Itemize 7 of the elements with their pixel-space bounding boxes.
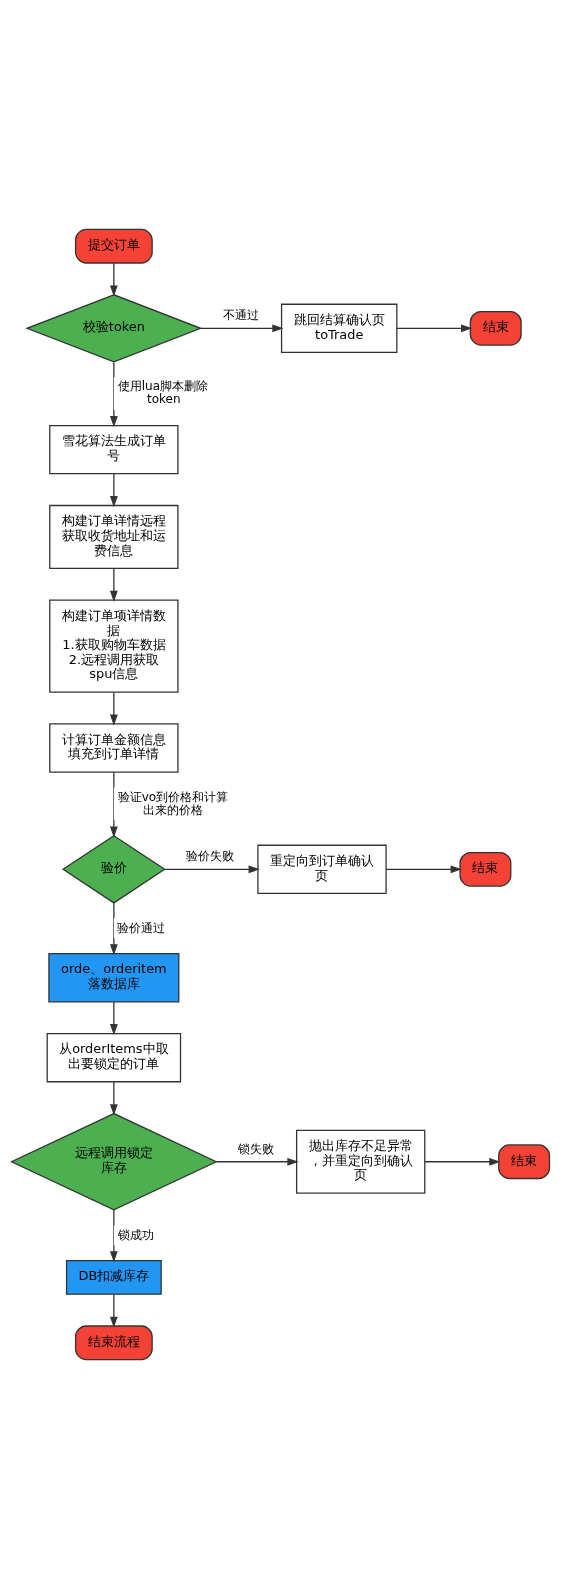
- edge-label: 验价失败: [186, 849, 235, 864]
- edge-label: 使用lua脚本删除token: [117, 379, 209, 407]
- edge-label: 验证vo到价格和计算出来的价格: [117, 789, 229, 817]
- edge-label: 锁成功: [117, 1227, 154, 1242]
- edge-label: 锁失败: [238, 1141, 275, 1156]
- edge-label: 不通过: [223, 308, 260, 323]
- edge-label: 验价通过: [117, 920, 166, 935]
